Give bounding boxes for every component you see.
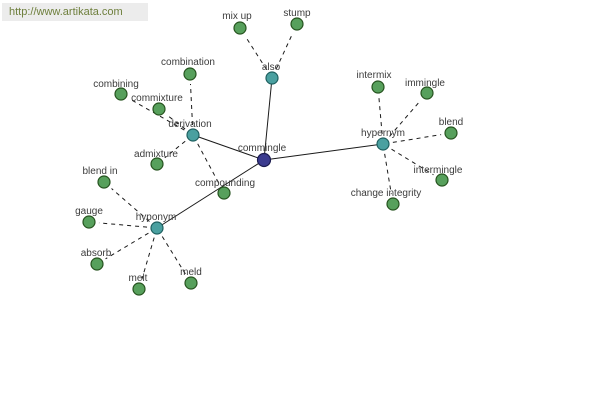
edge-hypernym-change-integrity: [384, 153, 392, 195]
edge-derivation-combination: [189, 83, 194, 126]
node-stump[interactable]: [290, 17, 304, 31]
node-label-admixture[interactable]: admixture: [134, 149, 178, 160]
edge-commingle-hypernym: [263, 143, 384, 161]
node-derivation[interactable]: [186, 128, 200, 142]
edge-also-stump: [275, 32, 294, 70]
node-absorb[interactable]: [90, 257, 104, 271]
node-compounding[interactable]: [217, 186, 231, 200]
edge-derivation-combining: [129, 98, 185, 131]
node-melt[interactable]: [132, 282, 146, 296]
node-change-integrity[interactable]: [386, 197, 400, 211]
node-label-melt[interactable]: melt: [129, 273, 148, 284]
node-label-absorb[interactable]: absorb: [81, 248, 112, 259]
node-commixture[interactable]: [152, 102, 166, 116]
node-label-stump[interactable]: stump: [283, 8, 311, 19]
node-label-immingle[interactable]: immingle: [405, 78, 445, 89]
edge-commingle-hyponym: [156, 159, 265, 229]
node-label-commingle[interactable]: commingle: [238, 143, 287, 154]
node-label-also[interactable]: also: [262, 62, 281, 73]
edge-commingle-derivation: [192, 134, 265, 161]
node-intermingle[interactable]: [435, 173, 449, 187]
edge-hypernym-intermix: [378, 96, 383, 135]
node-commingle[interactable]: [256, 152, 272, 168]
edge-also-mix-up: [244, 36, 268, 70]
edge-hyponym-absorb: [105, 232, 149, 260]
node-blend-in[interactable]: [97, 175, 111, 189]
node-mix-up[interactable]: [233, 21, 247, 35]
node-label-meld[interactable]: meld: [180, 267, 202, 278]
url-bar[interactable]: http://www.artikata.com: [2, 3, 148, 21]
node-combination[interactable]: [183, 67, 197, 81]
node-hypernym[interactable]: [376, 137, 390, 151]
node-label-derivation[interactable]: derivation: [168, 119, 211, 130]
node-also[interactable]: [265, 71, 279, 85]
node-label-blend-in[interactable]: blend in: [82, 166, 117, 177]
node-label-blend[interactable]: blend: [439, 117, 463, 128]
node-gauge[interactable]: [82, 215, 96, 229]
edge-hypernym-blend: [392, 134, 442, 143]
edge-derivation-commixture: [166, 114, 186, 130]
node-label-combination[interactable]: combination: [161, 57, 215, 68]
edge-commingle-also: [263, 77, 273, 161]
node-label-commixture[interactable]: commixture: [131, 93, 183, 104]
node-label-hypernym[interactable]: hypernym: [361, 128, 405, 139]
node-immingle[interactable]: [420, 86, 434, 100]
node-label-combining[interactable]: combining: [93, 79, 139, 90]
node-label-gauge[interactable]: gauge: [75, 206, 103, 217]
node-combining[interactable]: [114, 87, 128, 101]
edge-hyponym-blend-in: [111, 188, 150, 222]
node-intermix[interactable]: [371, 80, 385, 94]
node-label-hyponym[interactable]: hyponym: [136, 212, 177, 223]
node-hyponym[interactable]: [150, 221, 164, 235]
edge-hyponym-gauge: [98, 222, 148, 228]
node-label-intermingle[interactable]: intermingle: [414, 165, 463, 176]
node-label-mix-up[interactable]: mix up: [222, 11, 252, 22]
edge-hypernym-intermingle: [391, 148, 434, 176]
node-admixture[interactable]: [150, 157, 164, 171]
node-label-compounding[interactable]: compounding: [195, 178, 255, 189]
node-label-intermix[interactable]: intermix: [356, 70, 391, 81]
node-label-change-integrity[interactable]: change integrity: [351, 188, 422, 199]
node-meld[interactable]: [184, 276, 198, 290]
node-blend[interactable]: [444, 126, 458, 140]
